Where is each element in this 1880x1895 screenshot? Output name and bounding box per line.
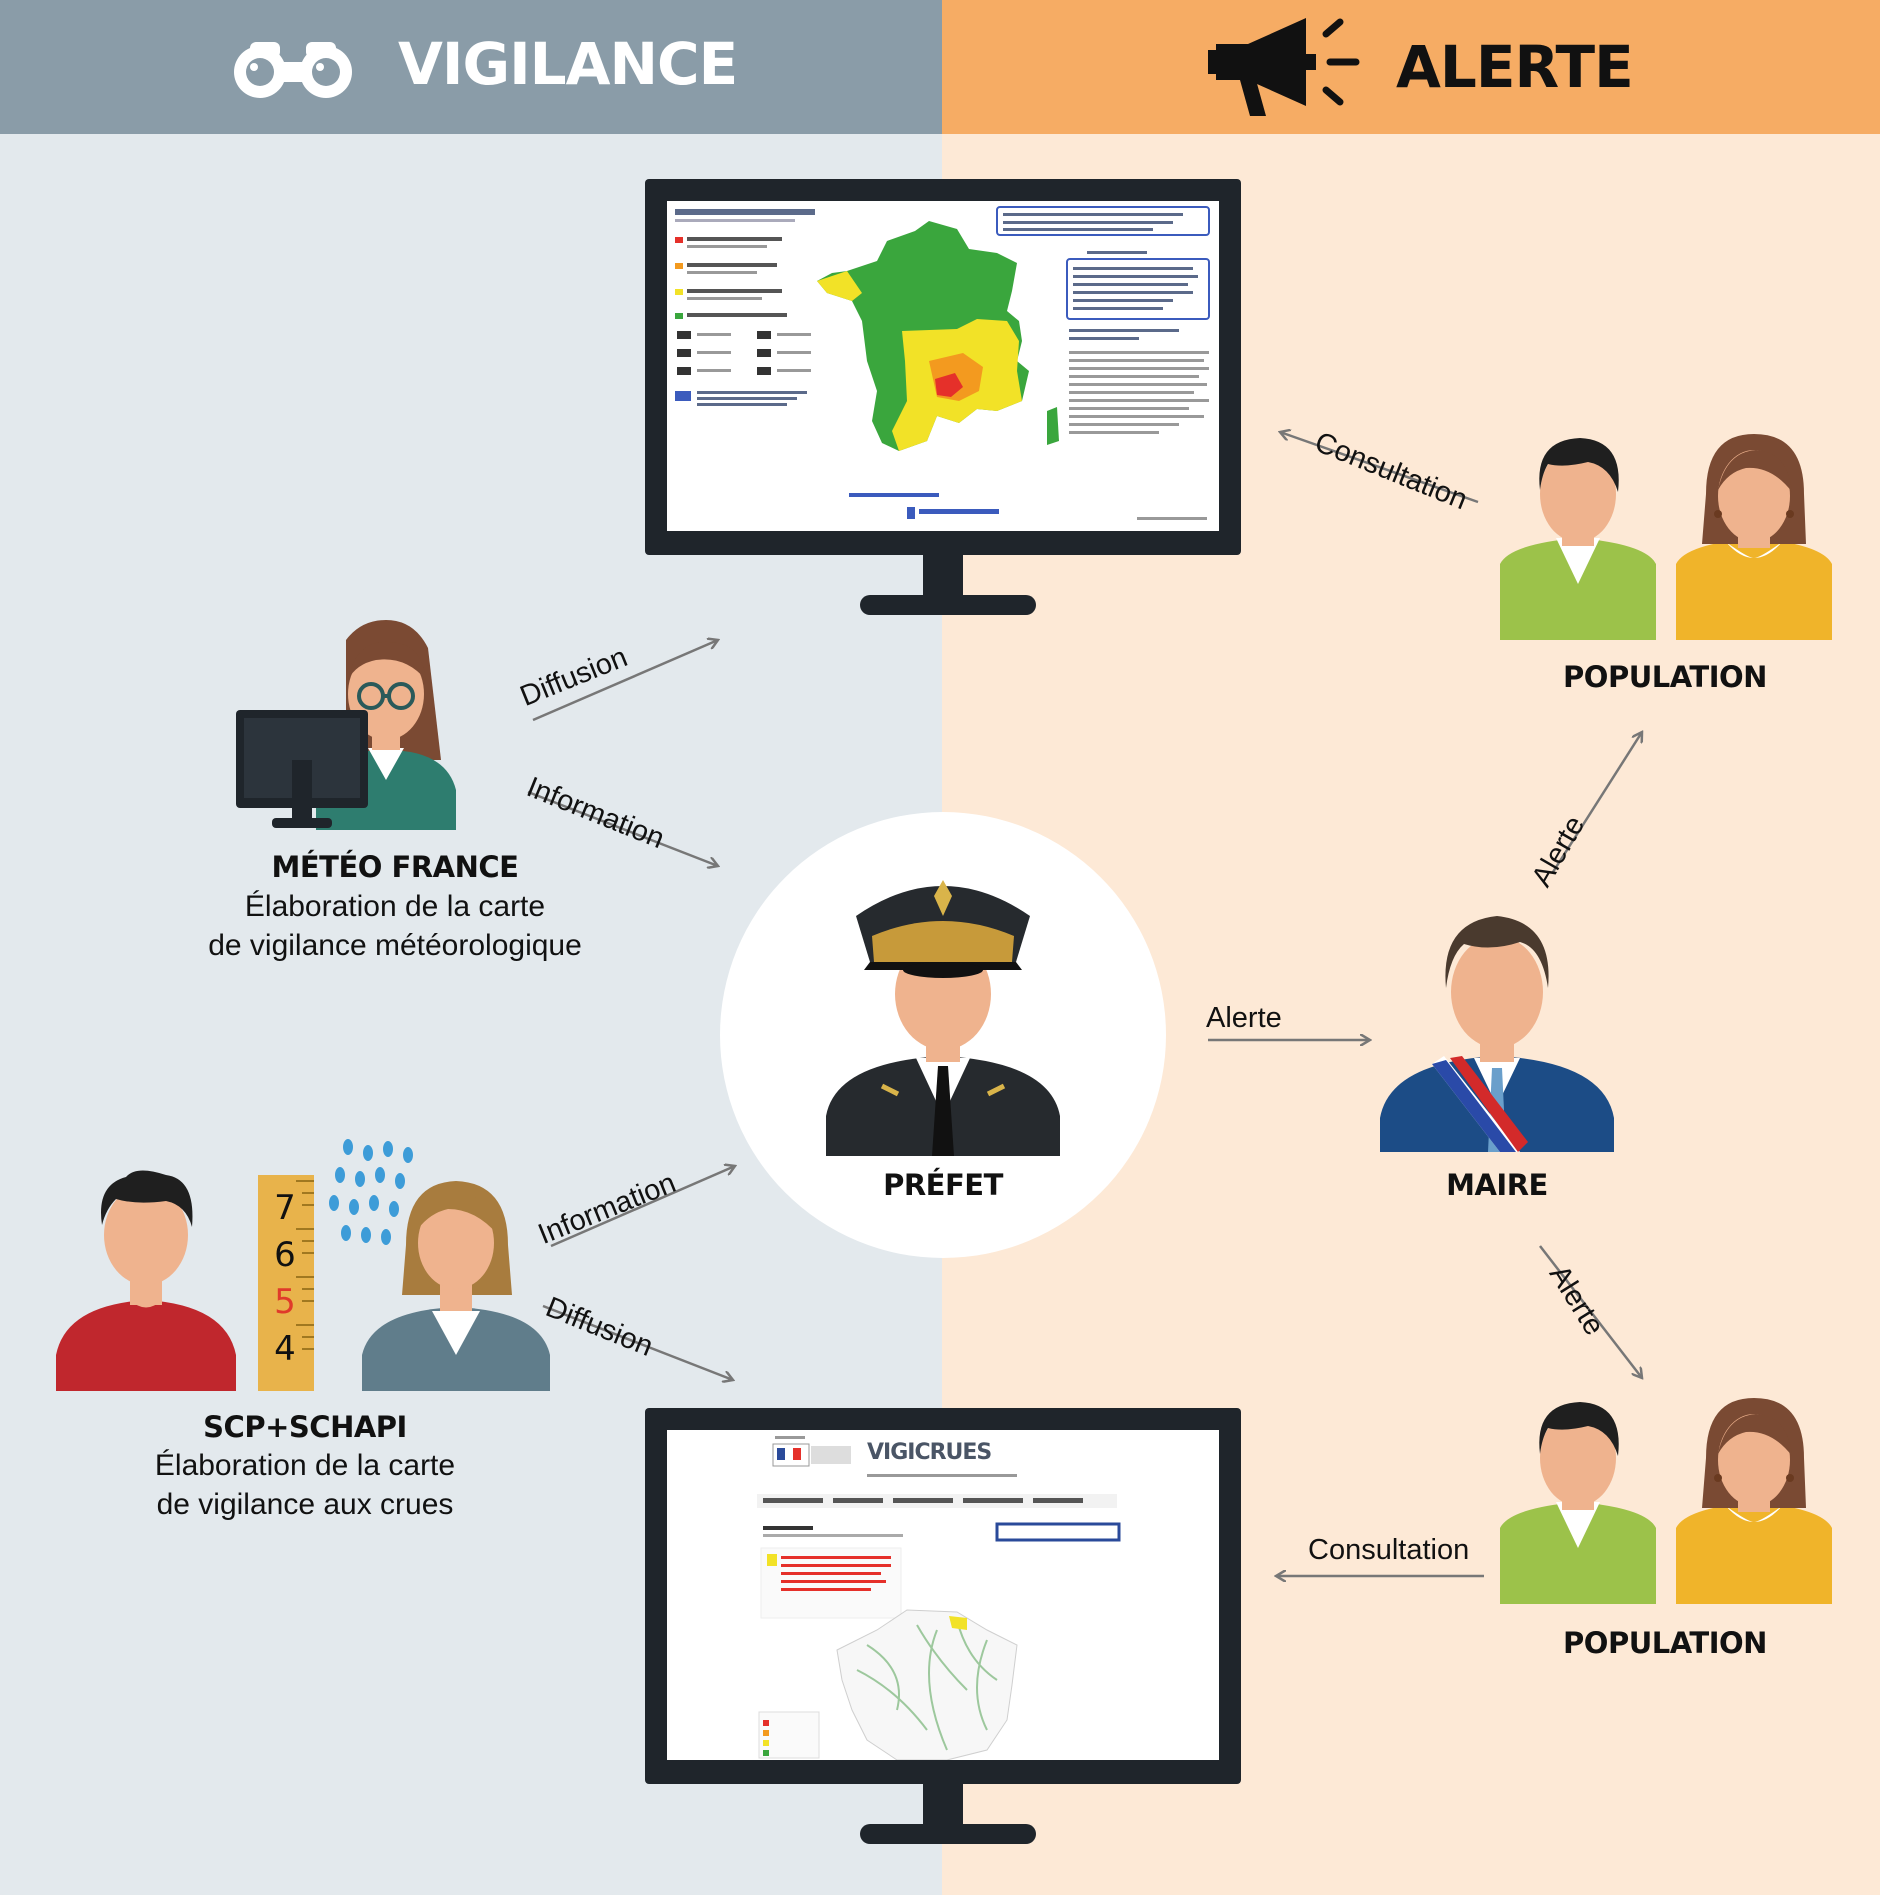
population-top-label: POPULATION [1563, 660, 1767, 694]
maire-mayor-icon [1380, 916, 1614, 1152]
meteo-france-label: MÉTÉO FRANCE [271, 850, 519, 884]
arrow-maire-population-top [1551, 732, 1642, 873]
monitor-base [860, 1824, 1036, 1844]
vigilance-meteo-monitor [645, 179, 1241, 600]
gauge-mark: 6 [274, 1235, 296, 1275]
scp-schapi-desc-line1: Élaboration de la carte [154, 1449, 456, 1482]
vigicrues-monitor: VIGICRUES [645, 1408, 1241, 1829]
flow-label-population-bottom-consultation: Consultation [1308, 1534, 1470, 1566]
prefet-label: PRÉFET [883, 1168, 1003, 1202]
vigicrues-logo: VIGICRUES [867, 1440, 992, 1465]
monitor-stand [923, 555, 963, 600]
gauge-mark: 4 [274, 1329, 296, 1369]
gauge-mark-highlight: 5 [274, 1282, 296, 1322]
maire-label: MAIRE [1446, 1168, 1548, 1202]
flow-label-prefet-maire: Alerte [1206, 1002, 1282, 1034]
vigilance-meteo-screen [667, 201, 1219, 531]
meteo-france-desc-line2: de vigilance météorologique [208, 929, 582, 962]
population-bottom-label: POPULATION [1563, 1626, 1767, 1660]
population-top-icon [1500, 434, 1832, 640]
vigilance-title: VIGILANCE [398, 30, 738, 98]
meteo-france-forecaster-icon [236, 620, 456, 830]
vigilance-map-image [675, 206, 1210, 520]
scp-schapi-desc-line2: de vigilance aux crues [156, 1488, 454, 1521]
arrow-scp-diffusion [542, 1304, 733, 1380]
alerte-title: ALERTE [1396, 33, 1634, 101]
vigilance-header [0, 0, 942, 134]
gauge-mark: 7 [274, 1188, 296, 1228]
megaphone-icon [1208, 18, 1360, 116]
gauge-marks: 7 6 5 4 [262, 1185, 308, 1373]
monitor-stand [923, 1784, 963, 1829]
population-bottom-icon [1500, 1398, 1832, 1604]
arrow-meteo-information [527, 790, 718, 866]
monitor-base [860, 595, 1036, 615]
vigicrues-screen: VIGICRUES [667, 1430, 1219, 1760]
prefet-officer-icon [826, 880, 1060, 1156]
arrow-meteo-diffusion [532, 640, 718, 722]
scp-schapi-label: SCP+SCHAPI [203, 1410, 407, 1444]
arrow-population-top-consultation [1280, 432, 1479, 504]
vigicrues-site-image [757, 1436, 1121, 1760]
scp-schapi-team-icon [56, 1139, 550, 1391]
meteo-france-desc-line1: Élaboration de la carte [244, 890, 546, 923]
binoculars-icon [234, 42, 352, 98]
arrow-scp-information [550, 1166, 735, 1248]
alerte-header [942, 0, 1880, 134]
arrow-maire-population-bottom [1539, 1245, 1642, 1378]
